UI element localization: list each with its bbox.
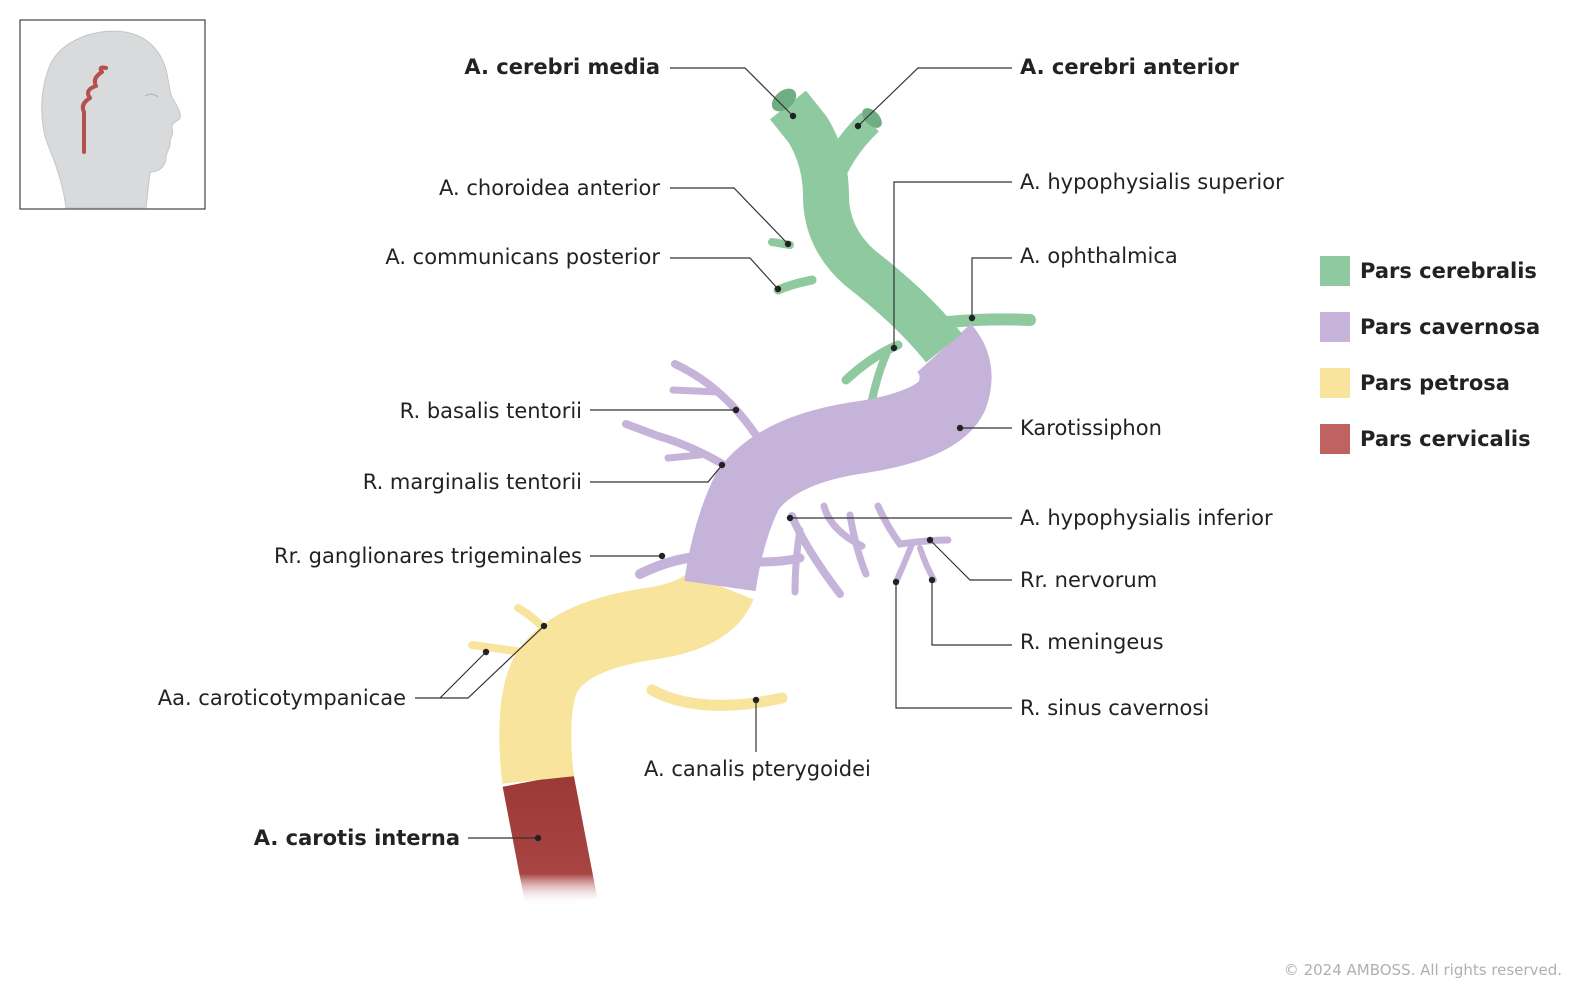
legend-item-cervicalis: Pars cervicalis [1320, 424, 1580, 456]
leader-communicans-posterior [670, 257, 779, 290]
dot-meningeus [928, 576, 936, 584]
thumbnail-artery [80, 65, 108, 154]
dot-karotissiphon [956, 424, 964, 432]
carotid-trunk [499, 88, 992, 912]
label-hypophysialis-inferior: A. hypophysialis inferior [1020, 506, 1273, 530]
leader-cerebri-media [670, 67, 794, 117]
leader-caroticotympanicae-b [440, 625, 545, 699]
legend-label-cervicalis: Pars cervicalis [1360, 427, 1531, 451]
label-karotissiphon: Karotissiphon [1020, 416, 1162, 440]
legend-swatch-cavernosa [1320, 312, 1350, 342]
branch-hypophysialis-inferior-d [846, 511, 870, 578]
legend-label-cerebralis: Pars cerebralis [1360, 259, 1537, 283]
leader-cerebri-anterior [857, 67, 1012, 127]
label-canalis-pterygoidei: A. canalis pterygoidei [644, 757, 871, 781]
legend-label-cavernosa: Pars cavernosa [1360, 315, 1541, 339]
label-sinus-cavernosi: R. sinus cavernosi [1020, 696, 1210, 720]
legend-item-cerebralis: Pars cerebralis [1320, 256, 1580, 288]
trunk-pars-cervicalis [502, 773, 598, 912]
branch-ophthalmica [942, 313, 1036, 328]
media-opening [771, 88, 797, 112]
legend-item-cavernosa: Pars cavernosa [1320, 312, 1580, 344]
leader-ophthalmica [971, 257, 1012, 318]
dot-cerebri-media [789, 112, 797, 120]
legend-swatch-petrosa [1320, 368, 1350, 398]
dot-hypophysialis-inferior [786, 514, 794, 522]
dot-ophthalmica [968, 314, 976, 322]
trunk-cerebri-anterior [813, 112, 880, 195]
branch-basalis-tentorii-twig [669, 386, 722, 396]
label-ganglionares-trigeminales: Rr. ganglionares trigeminales [273, 544, 582, 568]
trunk-pars-cerebralis [770, 90, 962, 363]
dot-nervorum [926, 536, 934, 544]
copyright-notice: © 2024 AMBOSS. All rights reserved. [1283, 961, 1562, 979]
branch-canalis-pterygoidei [646, 684, 788, 711]
dot-hypophysialis-superior [890, 344, 898, 352]
label-carotis-interna: A. carotis interna [253, 826, 460, 850]
leader-dots [482, 112, 976, 842]
label-cerebri-media: A. cerebri media [464, 55, 660, 79]
label-basalis-tentorii: R. basalis tentorii [399, 399, 582, 423]
anterior-opening [862, 108, 882, 128]
branch-communicans-posterior [773, 275, 817, 295]
dot-basalis-tentorii [732, 406, 740, 414]
branch-hypophysialis-inferior-b [791, 526, 804, 596]
leader-sinus-cavernosi [895, 582, 1012, 709]
branch-marginalis-tentorii-twig [664, 451, 704, 462]
label-marginalis-tentorii: R. marginalis tentorii [362, 470, 582, 494]
dot-communicans-posterior [774, 285, 782, 293]
leader-marginalis-tentorii [590, 464, 723, 483]
branch-sinus-cavernosi [893, 541, 915, 585]
branch-hypophysialis-superior-b [868, 346, 892, 404]
label-ophthalmica: A. ophthalmica [1020, 244, 1178, 268]
trunk-pars-cavernosa [684, 323, 992, 592]
label-caroticotympanicae: Aa. caroticotympanicae [157, 686, 406, 710]
leader-meningeus [931, 580, 1012, 646]
dot-choroidea-anterior [784, 240, 792, 248]
branch-nervorum [874, 502, 952, 548]
branch-hypophysialis-inferior-a [788, 512, 844, 598]
dot-caroticotympanicae-a [482, 648, 490, 656]
dot-marginalis-tentorii [718, 461, 726, 469]
legend-label-petrosa: Pars petrosa [1360, 371, 1510, 395]
leader-hypophysialis-superior [893, 181, 1012, 348]
orientation-thumbnail [19, 19, 206, 210]
thumbnail-eye [144, 93, 159, 98]
trunk-pars-petrosa [499, 569, 754, 784]
legend-swatch-cerebralis [1320, 256, 1350, 286]
head-silhouette [41, 30, 181, 209]
label-nervorum: Rr. nervorum [1020, 568, 1158, 592]
leader-nervorum [929, 539, 1012, 581]
label-communicans-posterior: A. communicans posterior [385, 245, 660, 269]
branch-meningeus [917, 545, 937, 583]
dot-sinus-cavernosi [892, 578, 900, 586]
leader-lines [415, 67, 1012, 839]
label-meningeus: R. meningeus [1020, 630, 1164, 654]
label-cerebri-anterior: A. cerebri anterior [1020, 55, 1239, 79]
leader-choroidea-anterior [670, 187, 789, 245]
dot-cerebri-anterior [854, 122, 862, 130]
dot-caroticotympanicae-b [540, 622, 548, 630]
dot-carotis-interna [534, 834, 542, 842]
legend-item-petrosa: Pars petrosa [1320, 368, 1580, 400]
legend-swatch-cervicalis [1320, 424, 1350, 454]
label-hypophysialis-superior: A. hypophysialis superior [1020, 170, 1284, 194]
label-choroidea-anterior: A. choroidea anterior [439, 176, 660, 200]
dot-ganglionares-trigeminales [658, 552, 666, 560]
dot-canalis-pterygoidei [752, 696, 760, 704]
